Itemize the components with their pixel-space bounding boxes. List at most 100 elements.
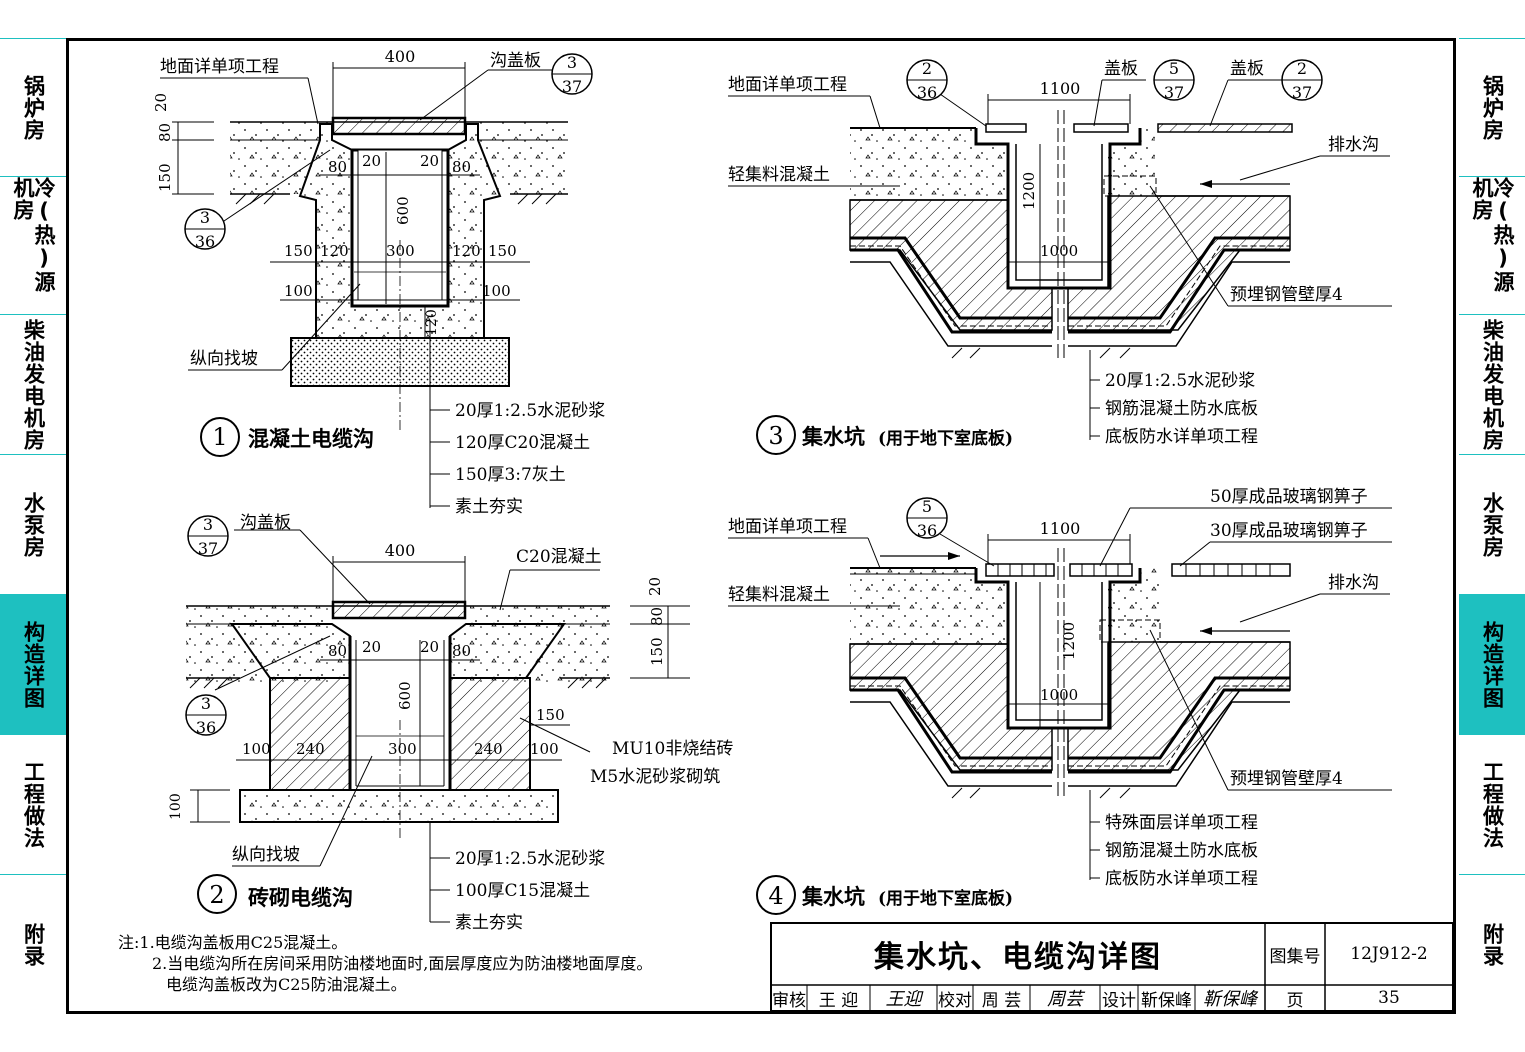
d1-dim-b100b: 100 — [482, 282, 511, 300]
d2-ref-cover-top: 3 — [203, 515, 213, 534]
d4-number: 4 — [768, 882, 783, 910]
d3-ref-a-bottom: 36 — [917, 83, 937, 102]
d1-slope-label: 纵向找坡 — [190, 349, 258, 369]
left-sidebar: 锅炉房 冷(热)源机房 柴油发电机房 水泵房 构造详图 工程做法 附录 — [0, 38, 66, 1014]
notes: 注:1.电缆沟盖板用C25混凝土。 2.当电缆沟所在房间采用防油楼地面时,面层厚… — [118, 932, 652, 995]
d1-ref-cover-top: 3 — [567, 53, 577, 72]
d3-layer-2: 底板防水详单项工程 — [1105, 427, 1258, 447]
right-tab-cooling[interactable]: 冷(热)源机房 — [1459, 176, 1525, 314]
diagram-4-sump-pit — [728, 497, 1392, 915]
d2-concrete-label: C20混凝土 — [516, 547, 602, 567]
d2-ref-side-bottom: 36 — [196, 718, 216, 737]
page-number: 35 — [1378, 988, 1400, 1008]
d4-layer-2: 底板防水详单项工程 — [1105, 869, 1258, 889]
d3-ref-b-bottom: 37 — [1164, 83, 1184, 102]
reviewer-signature: 王迎 — [885, 989, 922, 1010]
right-tab-diesel[interactable]: 柴油发电机房 — [1459, 314, 1525, 454]
right-sidebar: 锅炉房 冷(热)源机房 柴油发电机房 水泵房 构造详图 工程做法 附录 — [1459, 38, 1525, 1014]
d1-dim-w20b: 20 — [420, 152, 439, 170]
d1-layer-0: 20厚1:2.5水泥砂浆 — [455, 401, 605, 421]
d1-dim-w80a: 80 — [328, 158, 347, 176]
d2-title: 砖砌电缆沟 — [248, 885, 353, 910]
designer-signature: 靳保峰 — [1203, 989, 1257, 1010]
d1-dim-w80b: 80 — [452, 158, 471, 176]
d3-number: 3 — [768, 422, 783, 450]
d1-floor-detail-label: 地面详单项工程 — [160, 57, 279, 77]
d4-layer-1: 钢筋混凝土防水底板 — [1105, 841, 1258, 861]
d3-dim-width: 1100 — [1040, 79, 1081, 98]
d4-ref-a-bottom: 36 — [917, 521, 937, 540]
d2-dim-width: 400 — [385, 541, 416, 560]
notes-label: 注: — [118, 933, 140, 952]
d3-layer-1: 钢筋混凝土防水底板 — [1105, 399, 1258, 419]
d2-dim-b240a: 240 — [296, 740, 325, 758]
d2-layer-1: 100厚C15混凝土 — [455, 881, 590, 901]
d2-dim-w20a: 20 — [362, 638, 381, 656]
d2-dim-base100: 100 — [168, 793, 184, 820]
left-tab-boiler[interactable]: 锅炉房 — [0, 38, 66, 176]
left-tab-detail[interactable]: 构造详图 — [0, 594, 66, 734]
d1-cover-label: 沟盖板 — [490, 51, 541, 71]
d1-layer-2: 150厚3:7灰土 — [455, 465, 566, 485]
d4-dim-depth: 1200 — [1060, 622, 1078, 660]
d2-layer-0: 20厚1:2.5水泥砂浆 — [455, 849, 605, 869]
d2-dim-side150: 150 — [536, 706, 565, 724]
d1-dim-b150b: 150 — [488, 242, 517, 260]
d3-floor-detail-label: 地面详单项工程 — [728, 75, 847, 95]
d3-title: 集水坑 — [801, 424, 865, 449]
right-tab-pump[interactable]: 水泵房 — [1459, 454, 1525, 594]
left-tab-cooling[interactable]: 冷(热)源机房 — [0, 176, 66, 314]
right-tab-detail[interactable]: 构造详图 — [1459, 594, 1525, 734]
d1-layer-3: 素土夯实 — [455, 497, 523, 517]
d1-ref-cover-bottom: 37 — [562, 77, 582, 96]
d2-dim-b240b: 240 — [474, 740, 503, 758]
d1-dim-b150a: 150 — [284, 242, 313, 260]
reviewer-name: 王 迎 — [818, 990, 859, 1011]
d3-ref-a-top: 2 — [922, 59, 932, 78]
note-2: 2.当电缆沟所在房间采用防油楼地面时,面层厚度应为防油楼地面厚度。 — [152, 954, 653, 973]
checker-name: 周 芸 — [981, 990, 1022, 1011]
d1-ref-side-bottom: 36 — [195, 232, 215, 251]
left-tab-method[interactable]: 工程做法 — [0, 734, 66, 874]
d4-title: 集水坑 — [801, 884, 865, 909]
d2-ref-side-top: 3 — [201, 694, 211, 713]
d3-dim-bottom: 1000 — [1040, 242, 1078, 260]
d4-pipe-label: 预埋钢管壁厚4 — [1230, 769, 1343, 789]
d1-dim-b120a: 120 — [320, 242, 349, 260]
d2-dim-depth: 600 — [396, 681, 414, 710]
d4-floor-detail-label: 地面详单项工程 — [728, 517, 847, 537]
d4-subtitle: (用于地下室底板) — [878, 888, 1013, 909]
note-1: 1.电缆沟盖板用C25混凝土。 — [139, 933, 348, 952]
d4-drain-label: 排水沟 — [1328, 573, 1379, 593]
d3-pipe-label: 预埋钢管壁厚4 — [1230, 285, 1343, 305]
d2-ref-cover-bottom: 37 — [198, 539, 218, 558]
d4-grate30-label: 30厚成品玻璃钢箅子 — [1210, 521, 1368, 541]
d2-dim-150: 150 — [648, 637, 666, 666]
page-label: 页 — [1286, 990, 1304, 1011]
right-tab-boiler[interactable]: 锅炉房 — [1459, 38, 1525, 176]
diagram-2-brick-trench — [185, 515, 690, 923]
d2-dim-b100a: 100 — [242, 740, 271, 758]
left-tab-pump[interactable]: 水泵房 — [0, 454, 66, 594]
atlas-number: 12J912-2 — [1350, 944, 1428, 964]
d2-dim-20: 20 — [646, 577, 664, 596]
left-tab-appendix[interactable]: 附录 — [0, 874, 66, 1014]
right-tab-appendix[interactable]: 附录 — [1459, 874, 1525, 1014]
d2-layer-2: 素土夯实 — [455, 913, 523, 933]
d2-dim-w20b: 20 — [420, 638, 439, 656]
d1-dim-b120b: 120 — [452, 242, 481, 260]
d1-number: 1 — [212, 423, 227, 451]
d2-number: 2 — [209, 881, 224, 909]
d2-cover-label: 沟盖板 — [240, 513, 291, 533]
check-label: 校对 — [938, 990, 972, 1011]
checker-signature: 周芸 — [1047, 989, 1083, 1010]
right-tab-method[interactable]: 工程做法 — [1459, 734, 1525, 874]
left-tab-diesel[interactable]: 柴油发电机房 — [0, 314, 66, 454]
d1-title: 混凝土电缆沟 — [248, 426, 374, 451]
atlas-label: 图集号 — [1269, 946, 1321, 967]
d1-dim-b300: 300 — [386, 242, 415, 260]
d1-dim-150: 150 — [156, 163, 174, 192]
diagram-1-concrete-trench — [160, 53, 593, 508]
diagram-3-sump-pit — [728, 59, 1392, 455]
d4-ref-a-top: 5 — [922, 497, 932, 516]
